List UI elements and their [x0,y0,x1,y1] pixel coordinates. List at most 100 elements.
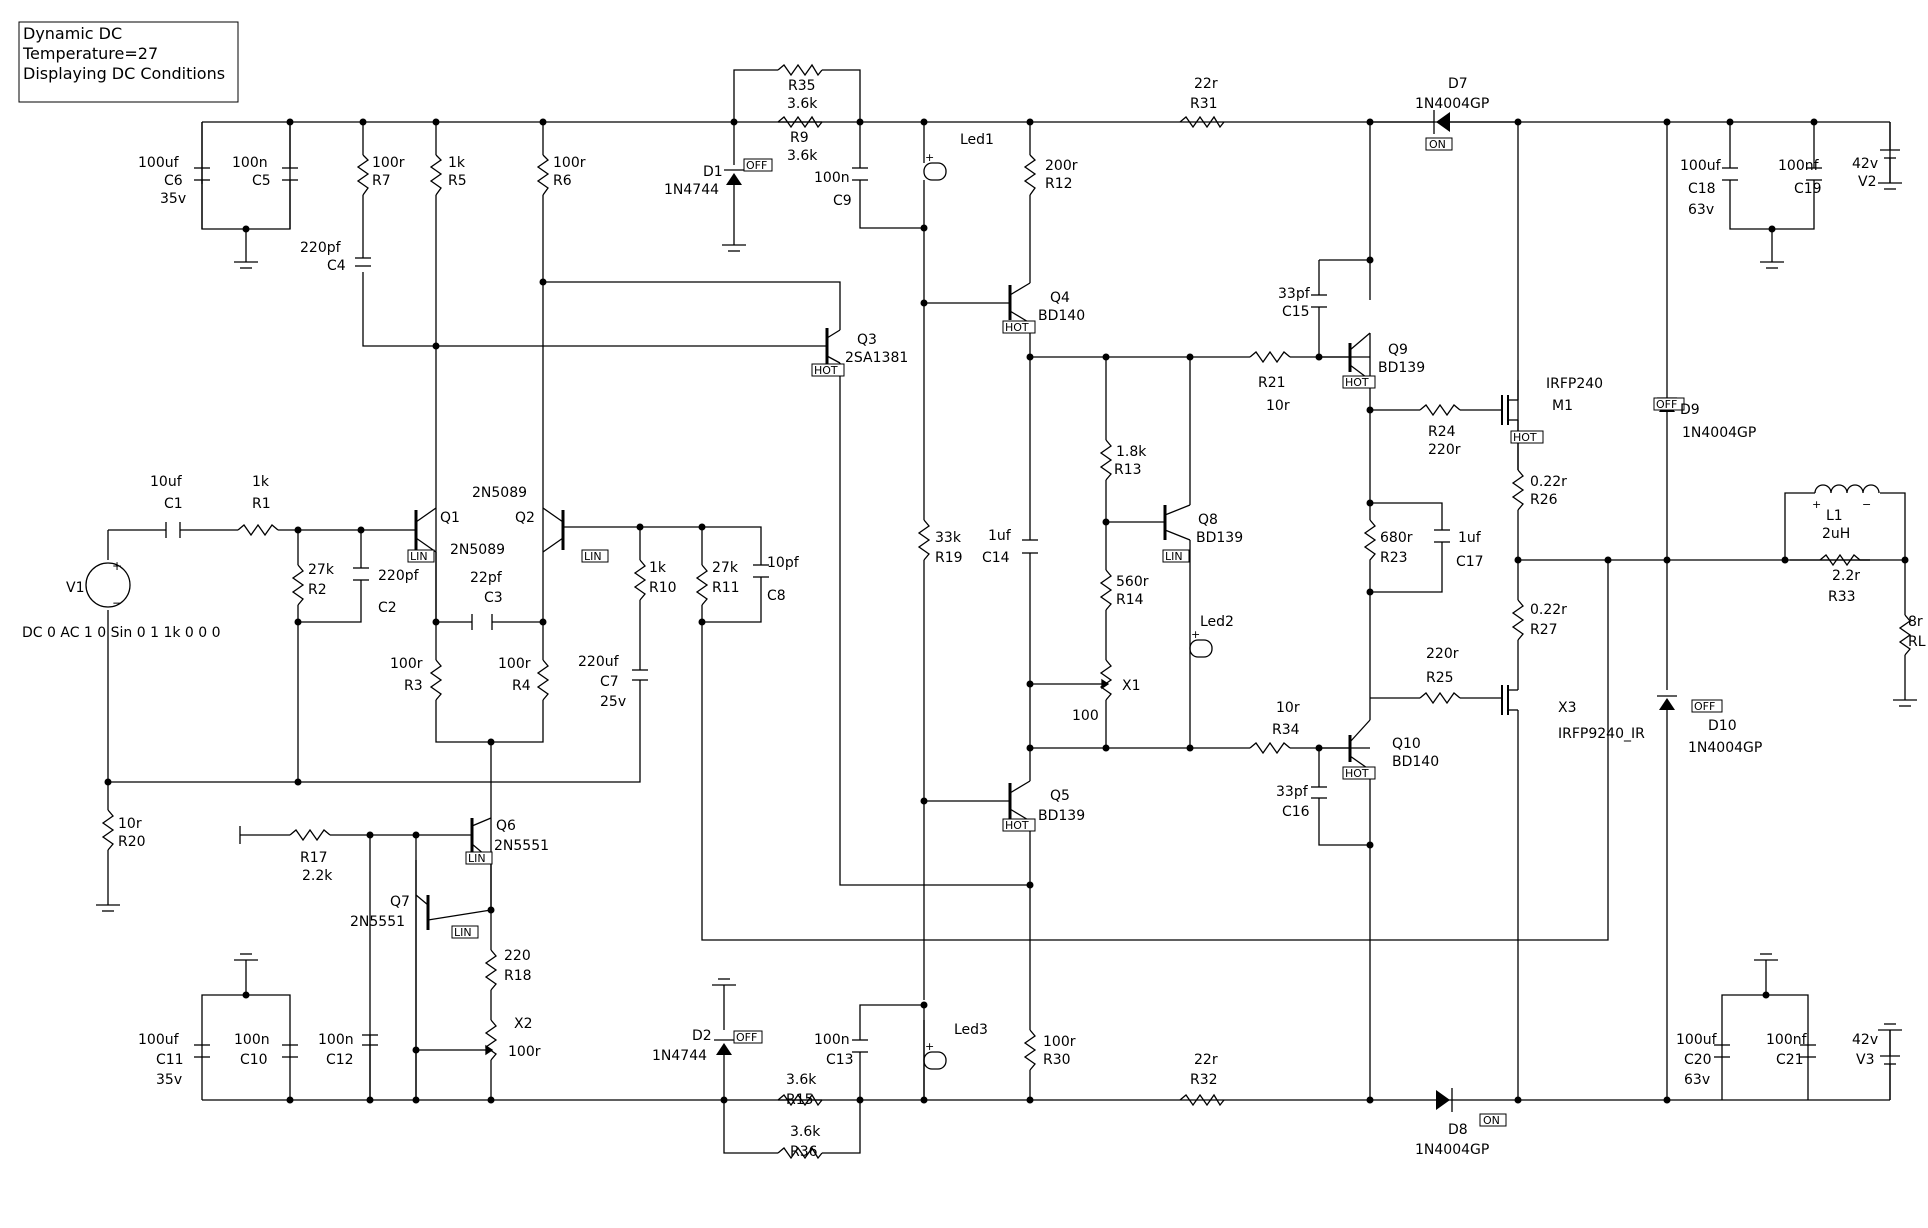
label-r9: R9 [790,130,809,146]
label-r17: R17 [300,850,328,866]
resistor-r25 [1419,691,1461,705]
resistor-r11 [695,564,709,606]
resistor-r26 [1511,469,1525,511]
info-temperature: Temperature=27 [22,44,158,63]
status-badge: HOT [1345,376,1369,389]
label-l1-value: 2uH [1822,526,1850,542]
label-v3-value: 42v [1852,1032,1878,1048]
resistor-r15 [777,1093,823,1107]
label-c3-value: 22pf [470,570,503,586]
label-r13: R13 [1114,462,1142,478]
label-r35-value: 3.6k [787,96,818,112]
label-r4: R4 [512,678,531,694]
label-r33: R33 [1828,589,1856,605]
label-r15-value: 3.6k [786,1072,817,1088]
label-d10-value: 1N4004GP [1688,740,1762,756]
label-q6: Q6 [496,818,516,834]
label-c17: C17 [1456,554,1484,570]
resistor-r34 [1249,741,1291,755]
label-r12-value: 200r [1045,158,1078,174]
capacitors [165,122,1822,1058]
label-r12: R12 [1045,176,1073,192]
resistor-r35 [777,63,823,77]
status-badge: OFF [1656,398,1677,411]
label-r27: R27 [1530,622,1558,638]
label-r18: R18 [504,968,532,984]
label-r15: R15 [786,1092,814,1108]
label-c13-value: 100n [814,1032,850,1048]
svg-text:+: + [925,1040,934,1053]
label-c11-value: 100uf [138,1032,180,1048]
label-r30-value: 100r [1043,1034,1076,1050]
label-c10: C10 [240,1052,268,1068]
label-r30: R30 [1043,1052,1071,1068]
label-r36-value: 3.6k [790,1124,821,1140]
label-r17-value: 2.2k [302,868,333,884]
label-c12: C12 [326,1052,354,1068]
label-c17-value: 1uf [1458,530,1482,546]
label-q1-value: 2N5089 [450,542,505,558]
resistor-r3 [429,659,443,701]
label-r2-value: 27k [308,562,335,578]
label-c6-value: 100uf [138,155,180,171]
label-q9-value: BD139 [1378,360,1425,376]
label-r20-value: 10r [118,816,142,832]
label-r26-value: 0.22r [1530,474,1567,490]
component-labels: 100uf C6 35v 100n C5 100r R7 1k R5 100r … [22,76,1926,1160]
info-mode: Dynamic DC [23,24,122,43]
resistor-r31 [1179,115,1225,129]
label-q3-value: 2SA1381 [845,350,908,366]
label-v2-value: 42v [1852,156,1878,172]
label-v2: V2 [1858,174,1876,190]
label-r10-value: 1k [649,560,667,576]
label-r6-value: 100r [553,155,586,171]
label-r14: R14 [1116,592,1144,608]
label-r36: R36 [790,1144,818,1160]
label-r21: R21 [1258,375,1286,391]
label-q6-value: 2N5551 [494,838,549,854]
status-badge: ON [1483,1114,1500,1127]
status-badges: OFF ON HOT HOT HOT OFF HOT LIN LIN LIN O… [407,137,1723,1127]
label-m1-value: IRFP240 [1546,376,1603,392]
supply-v2-symbol [1880,122,1900,183]
label-c16: C16 [1282,804,1310,820]
label-r1: R1 [252,496,271,512]
label-c6: C6 [164,173,183,189]
label-r19: R19 [935,550,963,566]
label-l1: L1 [1826,508,1843,524]
label-r11-value: 27k [712,560,739,576]
node-dots [104,118,1909,1104]
label-c7: C7 [600,674,619,690]
svg-text:−: − [112,596,122,610]
status-badge: HOT [1005,321,1029,334]
resistor-r17 [289,828,331,842]
label-q10: Q10 [1392,736,1421,752]
label-c8: C8 [767,588,786,604]
svg-text:+: + [925,151,934,164]
label-q3: Q3 [857,332,877,348]
label-led3: Led3 [954,1022,988,1038]
status-badge: LIN [584,550,602,563]
resistor-r36 [777,1146,823,1160]
label-c16-value: 33pf [1276,784,1309,800]
resistor-r13 [1099,439,1113,481]
svg-text:+: + [1191,628,1200,641]
status-badge: HOT [1345,767,1369,780]
label-c5: C5 [252,173,271,189]
label-q5-value: BD139 [1038,808,1085,824]
resistor-r18 [484,949,498,991]
label-r24: R24 [1428,424,1456,440]
label-r33-value: 2.2r [1832,568,1860,584]
resistor-r24 [1419,403,1461,417]
label-d2: D2 [692,1028,712,1044]
resistor-r9 [777,115,823,129]
simulation-info-box: Dynamic DC Temperature=27 Displaying DC … [18,21,239,103]
label-r14-value: 560r [1116,574,1149,590]
signal-source-v1: + − [85,559,131,610]
label-q2-value: 2N5089 [472,485,527,501]
label-c4: C4 [327,258,346,274]
ground-symbols [96,182,1917,1031]
label-rl-value: 8r [1908,614,1923,630]
label-d10: D10 [1708,718,1737,734]
label-c21: C21 [1776,1052,1804,1068]
